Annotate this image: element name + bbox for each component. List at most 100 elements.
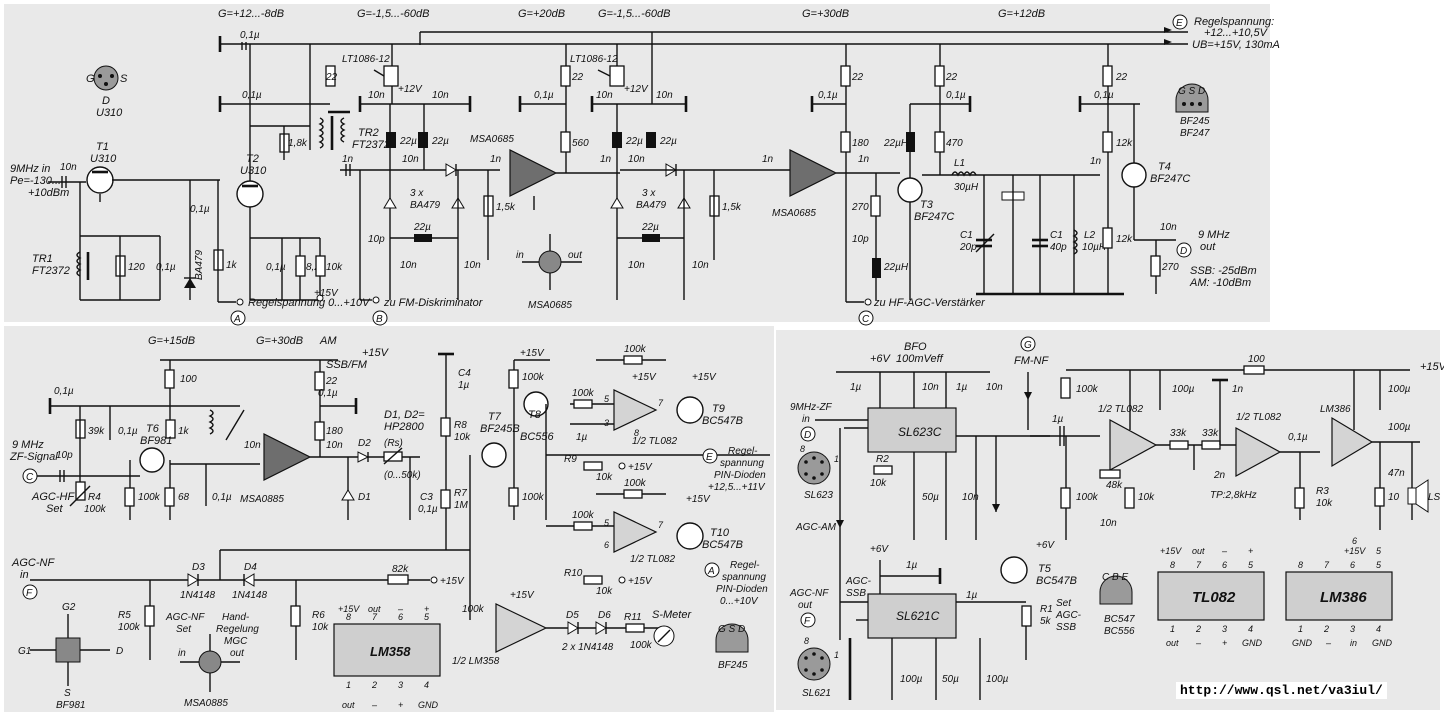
svg-text:SL623: SL623 bbox=[804, 490, 833, 501]
sl623c-chip: SL623C 1µ 10n 1µ 10n 9MHz-ZF in D R2 10k… bbox=[790, 371, 1050, 640]
svg-text:+6V: +6V bbox=[1036, 540, 1055, 551]
svg-text:out: out bbox=[342, 700, 355, 710]
svg-text:AGC-AM: AGC-AM bbox=[795, 522, 837, 533]
svg-text:in: in bbox=[1350, 638, 1357, 648]
svg-text:3: 3 bbox=[1222, 624, 1227, 634]
svg-text:AGC-: AGC- bbox=[845, 576, 872, 587]
svg-text:10k: 10k bbox=[454, 432, 471, 443]
svg-text:D1, D2=: D1, D2= bbox=[384, 409, 425, 421]
svg-text:+12V: +12V bbox=[624, 84, 649, 95]
svg-text:MGC: MGC bbox=[224, 636, 248, 647]
svg-text:BF245: BF245 bbox=[1180, 116, 1210, 127]
svg-text:470: 470 bbox=[946, 138, 963, 149]
svg-text:22µ: 22µ bbox=[413, 222, 431, 233]
svg-text:+6V: +6V bbox=[870, 544, 889, 555]
svg-text:0,1µ: 0,1µ bbox=[118, 426, 138, 437]
msa-package: in out MSA0685 bbox=[516, 234, 583, 311]
svg-text:C4: C4 bbox=[458, 368, 471, 379]
svg-text:100k: 100k bbox=[522, 492, 545, 503]
svg-text:2: 2 bbox=[371, 680, 377, 690]
svg-text:12k: 12k bbox=[1116, 138, 1133, 149]
svg-text:BC547B: BC547B bbox=[702, 539, 743, 551]
svg-text:3: 3 bbox=[604, 418, 609, 428]
svg-text:F: F bbox=[804, 616, 811, 627]
svg-text:10n: 10n bbox=[1100, 518, 1117, 529]
svg-text:1n: 1n bbox=[762, 154, 774, 165]
svg-text:AGC-: AGC- bbox=[1055, 610, 1082, 621]
svg-text:0,1µ: 0,1µ bbox=[318, 388, 338, 399]
svg-text:1k: 1k bbox=[178, 426, 190, 437]
svg-text:MSA0885: MSA0885 bbox=[240, 494, 284, 505]
svg-text:10n: 10n bbox=[400, 260, 417, 271]
svg-text:R3: R3 bbox=[1316, 486, 1329, 497]
svg-text:8: 8 bbox=[346, 612, 351, 622]
svg-text:1µ: 1µ bbox=[906, 560, 918, 571]
svg-text:+15V: +15V bbox=[338, 604, 360, 614]
svg-text:BF247: BF247 bbox=[1180, 128, 1210, 139]
svg-text:8: 8 bbox=[1298, 560, 1303, 570]
svg-text:BF247C: BF247C bbox=[914, 211, 954, 223]
svg-text:A: A bbox=[707, 566, 715, 577]
lt1086-2: LT1086-12 bbox=[570, 54, 618, 65]
svg-text:PIN-Dioden: PIN-Dioden bbox=[714, 470, 766, 481]
svg-text:100k: 100k bbox=[572, 510, 595, 521]
svg-text:E: E bbox=[706, 452, 713, 463]
bl-input: 9 MHz ZF-Signal C 10p AGC-HF Set R4 100k bbox=[9, 439, 140, 515]
fet-u310-pinout: G S D U310 bbox=[86, 65, 128, 119]
msa0685-amp-1: MSA0685 22 560 0,1µ bbox=[470, 44, 620, 210]
svg-text:100k: 100k bbox=[630, 640, 653, 651]
svg-text:270: 270 bbox=[851, 202, 869, 213]
svg-text:2: 2 bbox=[1323, 624, 1329, 634]
svg-text:100k: 100k bbox=[118, 622, 141, 633]
svg-text:10p: 10p bbox=[56, 450, 73, 461]
source-url: http://www.qsl.net/va3iul/ bbox=[1176, 682, 1387, 699]
svg-text:1N4148: 1N4148 bbox=[180, 590, 215, 601]
svg-text:GND: GND bbox=[1292, 638, 1313, 648]
svg-text:out: out bbox=[1192, 546, 1205, 556]
t1-label: T1 bbox=[96, 141, 109, 153]
svg-text:AGC-NF: AGC-NF bbox=[11, 557, 55, 569]
bf981-pinout: G2 G1 D S BF981 in out MSA0885 bbox=[18, 602, 245, 711]
svg-text:ZF-Signal: ZF-Signal bbox=[9, 451, 58, 463]
svg-text:100k: 100k bbox=[1076, 492, 1099, 503]
svg-text:+15V: +15V bbox=[440, 576, 465, 587]
svg-text:1n: 1n bbox=[1090, 156, 1102, 167]
opamp-lower-tl082: 5 6 7 1/2 TL082 100k 100k R10 10k +15V T… bbox=[546, 478, 768, 607]
svg-text:S: S bbox=[64, 688, 71, 699]
svg-text:100µ: 100µ bbox=[900, 674, 923, 685]
svg-text:Regelung: Regelung bbox=[216, 624, 259, 635]
svg-text:R6: R6 bbox=[312, 610, 325, 621]
tr1-label: TR1 bbox=[32, 253, 53, 265]
lt1086-regulator-1: LT1086-12 +12V 10n 10n 22µ 22µ bbox=[342, 44, 472, 300]
svg-text:GND: GND bbox=[1372, 638, 1393, 648]
top-rail-wires bbox=[218, 31, 1188, 52]
svg-text:D3: D3 bbox=[192, 562, 205, 573]
svg-text:+15V: +15V bbox=[1160, 546, 1182, 556]
svg-text:0,1µ: 0,1µ bbox=[54, 386, 74, 397]
svg-text:100k: 100k bbox=[522, 372, 545, 383]
svg-text:100k: 100k bbox=[624, 344, 647, 355]
svg-text:100k: 100k bbox=[572, 388, 595, 399]
svg-text:10k: 10k bbox=[870, 478, 887, 489]
stage2-t2: 0,1µ T2 U310 0,1µ 8,2k 10k +15V 0,1µ 22 … bbox=[218, 30, 390, 302]
svg-text:22: 22 bbox=[851, 72, 864, 83]
svg-text:R11: R11 bbox=[624, 612, 642, 623]
svg-text:10µH: 10µH bbox=[1082, 242, 1107, 253]
svg-text:+15V: +15V bbox=[628, 576, 653, 587]
sl621c-chip: SL621C +6V 1µ AGC-NF out F AGC- SSB 1µ 1… bbox=[789, 544, 1026, 700]
svg-text:MSA0685: MSA0685 bbox=[772, 208, 816, 219]
t10-label: T10 bbox=[710, 527, 730, 539]
svg-text:1M: 1M bbox=[454, 500, 469, 511]
svg-text:Regel-: Regel- bbox=[730, 560, 760, 571]
svg-text:4: 4 bbox=[1376, 624, 1381, 634]
svg-text:(0...50k): (0...50k) bbox=[384, 470, 421, 481]
svg-text:+15V: +15V bbox=[314, 288, 339, 299]
lt1086-regulator-2: LT1086-12 +12V 10n 10n 22µ 22µ 1n 10n 3 … bbox=[570, 32, 790, 300]
agc-nf-input: AGC-NF in F R5 100k AGC-NF Set D3 1N4148… bbox=[11, 455, 471, 660]
svg-text:+: + bbox=[424, 604, 429, 614]
svg-text:10n: 10n bbox=[1160, 222, 1177, 233]
svg-text:22µ: 22µ bbox=[641, 222, 659, 233]
svg-text:10n: 10n bbox=[60, 162, 77, 173]
svg-text:40p: 40p bbox=[1050, 242, 1067, 253]
